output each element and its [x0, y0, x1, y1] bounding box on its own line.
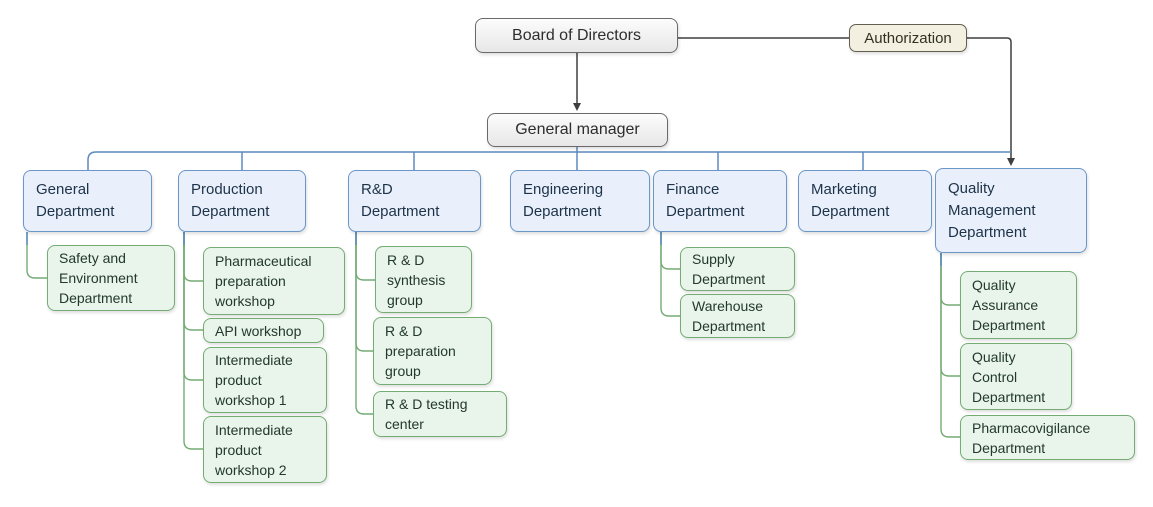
node-supply-department[interactable]: Supply Department	[680, 247, 795, 291]
node-rd-testing-center[interactable]: R & D testing center	[373, 391, 507, 437]
node-finance-department[interactable]: Finance Department	[653, 170, 787, 232]
branch-rd-testing	[355, 232, 373, 415]
node-engineering-department[interactable]: Engineering Department	[510, 170, 650, 232]
node-board-of-directors[interactable]: Board of Directors	[475, 18, 678, 53]
branch-general-safety	[26, 232, 47, 279]
branch-production-ipw2	[183, 232, 203, 450]
node-general-department[interactable]: General Department	[23, 170, 152, 232]
node-api-workshop[interactable]: API workshop	[203, 318, 324, 343]
node-rd-preparation-group[interactable]: R & D preparation group	[373, 317, 492, 385]
node-pharmacovigilance-department[interactable]: Pharmacovigilance Department	[960, 415, 1135, 460]
branch-rd-synthesis	[355, 232, 375, 281]
node-quality-management-department[interactable]: Quality Management Department	[935, 168, 1087, 253]
branch-finance-warehouse	[660, 232, 680, 317]
node-rd-synthesis-group[interactable]: R & D synthesis group	[375, 246, 472, 313]
connector-rail	[87, 151, 1011, 170]
node-production-department[interactable]: Production Department	[178, 170, 306, 232]
connector-authorization-to-quality	[967, 37, 1012, 158]
node-rd-department[interactable]: R&D Department	[348, 170, 481, 232]
node-general-manager[interactable]: General manager	[487, 113, 668, 147]
arrowhead-quality	[1007, 158, 1015, 166]
branch-quality-qa	[940, 253, 960, 306]
branch-finance-supply	[660, 232, 680, 270]
node-warehouse-department[interactable]: Warehouse Department	[680, 294, 795, 338]
node-intermediate-product-workshop-2[interactable]: Intermediate product workshop 2	[203, 416, 327, 483]
node-quality-control-department[interactable]: Quality Control Department	[960, 343, 1072, 410]
node-safety-environment-department[interactable]: Safety and Environment Department	[47, 245, 175, 311]
node-quality-assurance-department[interactable]: Quality Assurance Department	[960, 271, 1077, 339]
branch-production-pharma	[183, 232, 203, 282]
branch-quality-qc	[940, 253, 960, 377]
node-pharmaceutical-preparation-workshop[interactable]: Pharmaceutical preparation workshop	[203, 247, 345, 315]
branch-production-ipw1	[183, 232, 203, 381]
node-marketing-department[interactable]: Marketing Department	[798, 170, 932, 232]
node-intermediate-product-workshop-1[interactable]: Intermediate product workshop 1	[203, 347, 327, 413]
arrowhead-manager	[573, 103, 581, 111]
branch-quality-pv	[940, 253, 960, 438]
branch-rd-preparation	[355, 232, 373, 352]
node-authorization[interactable]: Authorization	[849, 24, 967, 52]
